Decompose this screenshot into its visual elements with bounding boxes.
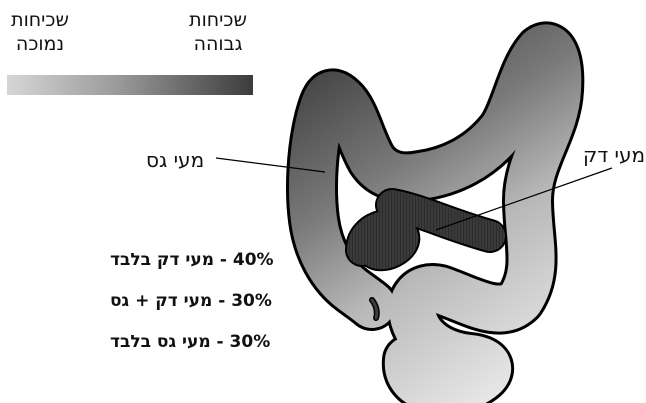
- small-intestine: [362, 205, 490, 254]
- stat-small-only: 40% - מעי דק בלבד: [110, 250, 274, 270]
- label-small-intestine: מעי דק: [583, 143, 645, 167]
- stat-small-and-large: 30% - מעי דק + גס: [110, 291, 272, 311]
- label-large-intestine: מעי גס: [146, 148, 204, 172]
- stat-large-only: 30% - מעי גס בלבד: [110, 332, 270, 352]
